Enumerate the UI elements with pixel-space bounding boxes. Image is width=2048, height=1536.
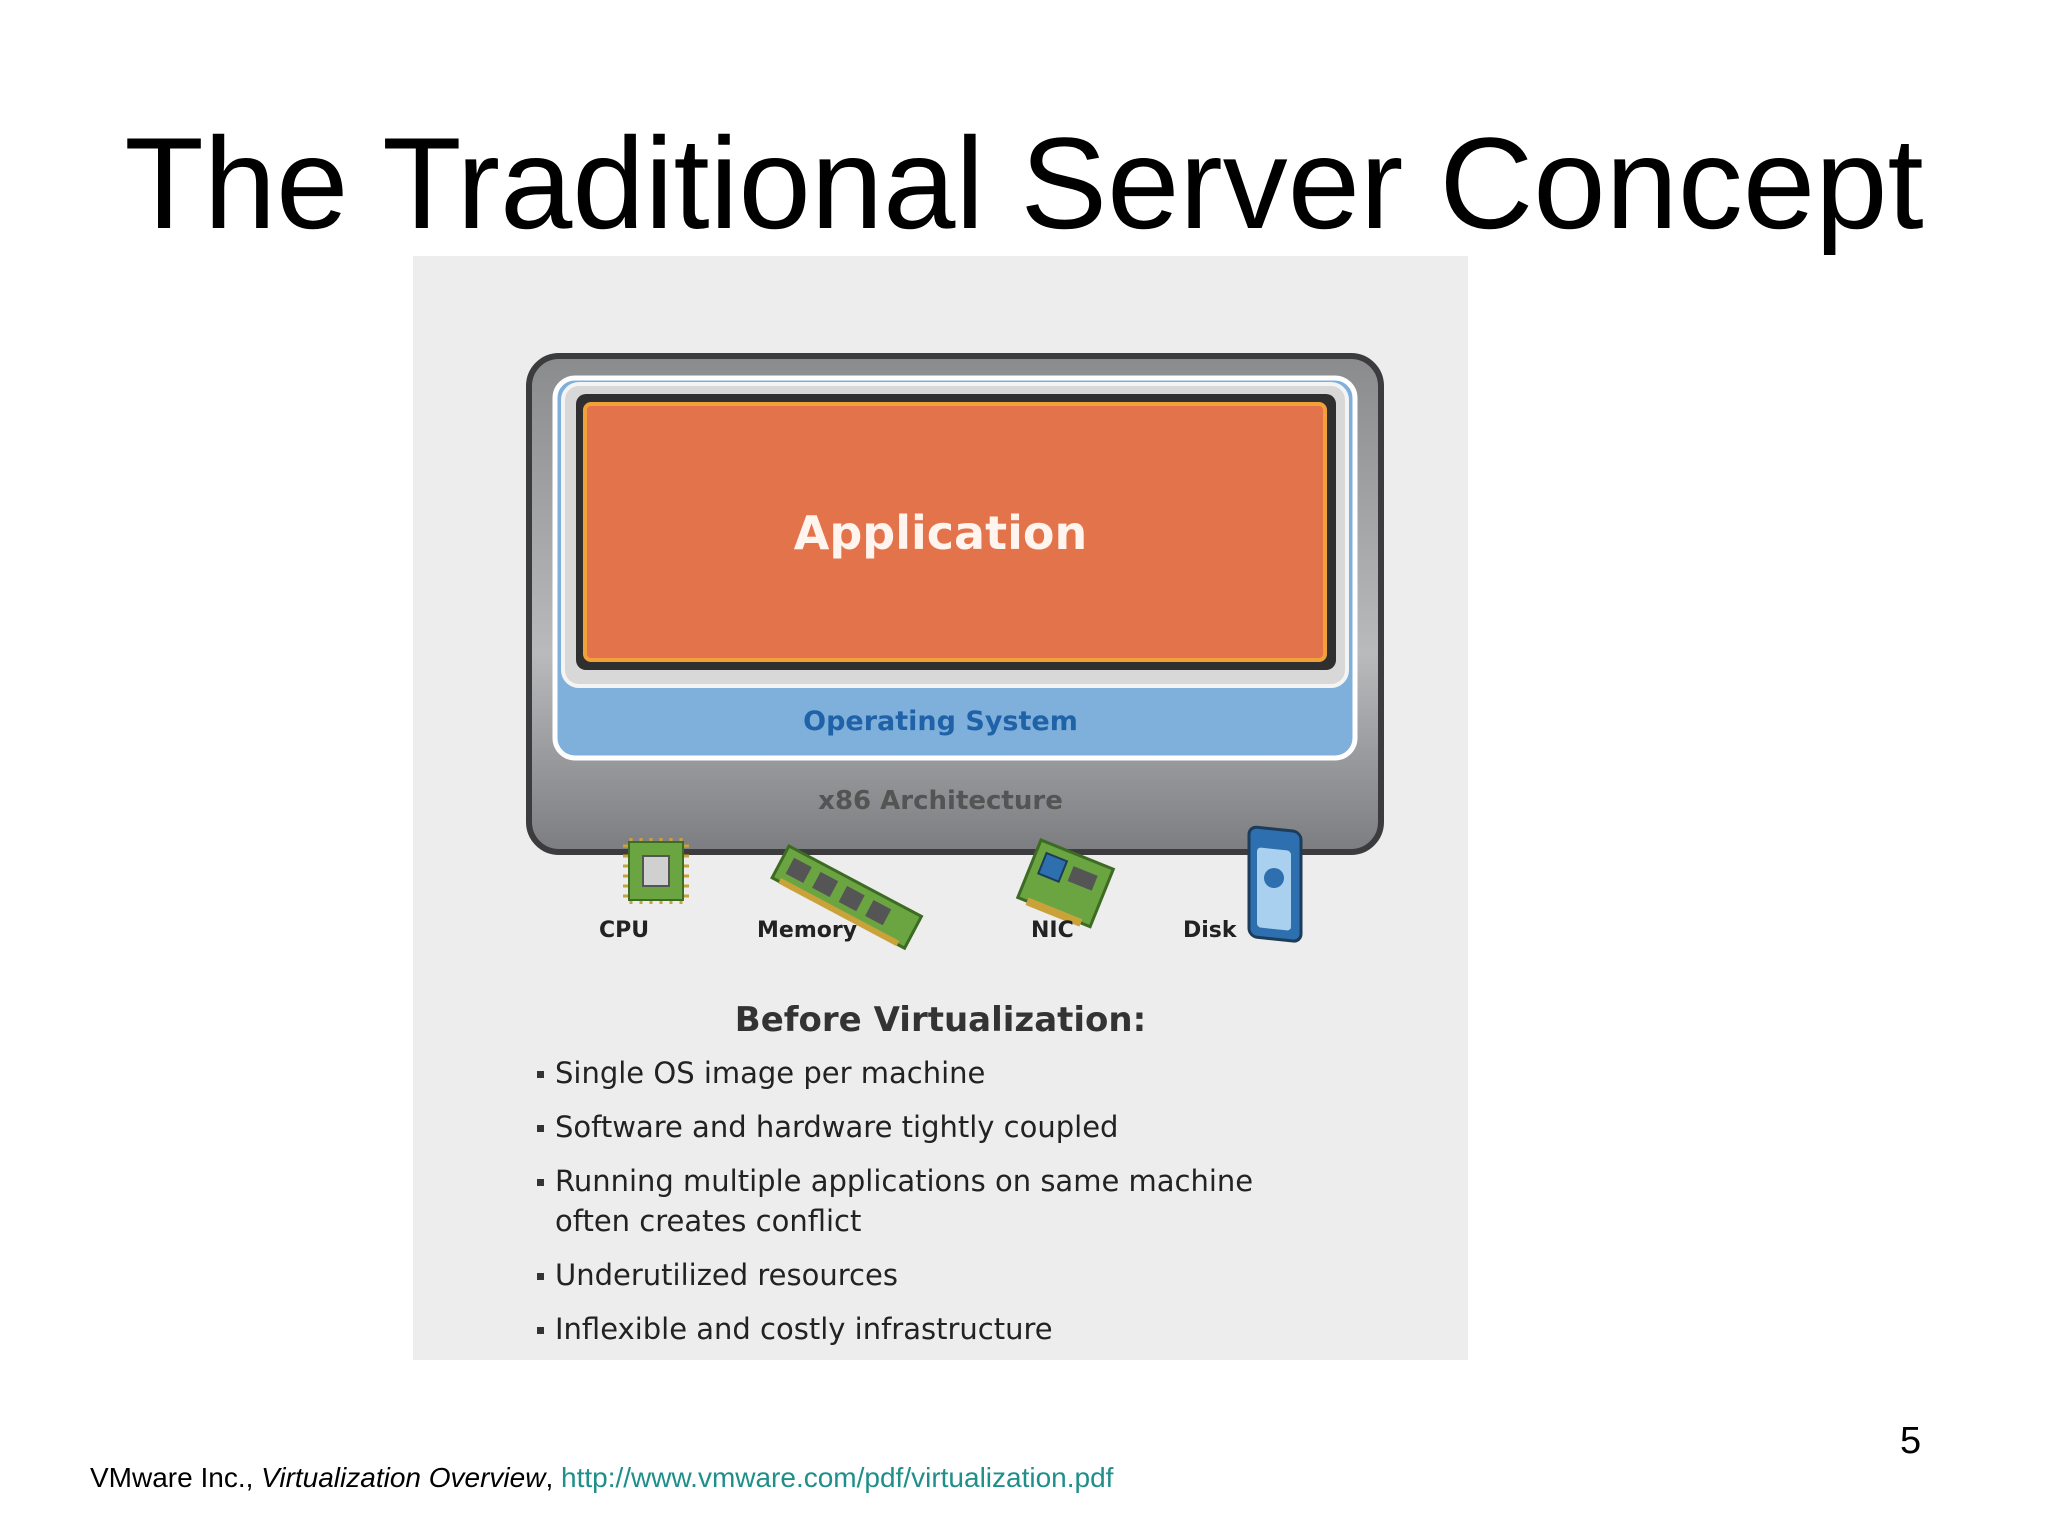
application-label: Application — [793, 506, 1088, 560]
citation-author: VMware Inc., — [90, 1462, 262, 1493]
page-number: 5 — [1900, 1420, 1922, 1462]
list-item: Software and hardware tightly coupled — [535, 1107, 1253, 1147]
before-virtualization-list: Single OS image per machine Software and… — [535, 1053, 1253, 1363]
slide-title: The Traditional Server Concept — [124, 110, 1924, 256]
list-item: Inflexible and costly infrastructure — [535, 1309, 1253, 1349]
cpu-icon — [623, 838, 689, 904]
citation-separator: , — [545, 1462, 561, 1493]
memory-label: Memory — [757, 918, 858, 943]
list-item: Single OS image per machine — [535, 1053, 1253, 1093]
list-item: Running multiple applications on same ma… — [535, 1161, 1253, 1241]
memory-icon — [770, 843, 924, 951]
list-item: Underutilized resources — [535, 1255, 1253, 1295]
disk-label: Disk — [1183, 918, 1237, 943]
source-citation: VMware Inc., Virtualization Overview, ht… — [90, 1462, 1113, 1494]
server-diagram-graphic — [526, 353, 1384, 951]
nic-icon — [1015, 838, 1116, 929]
cpu-label: CPU — [599, 918, 650, 943]
operating-system-label: Operating System — [803, 706, 1078, 737]
server-diagram: Application Operating System x86 Archite… — [413, 256, 1468, 1360]
architecture-label: x86 Architecture — [818, 786, 1063, 816]
before-virtualization-heading: Before Virtualization: — [734, 1000, 1147, 1040]
citation-link[interactable]: http://www.vmware.com/pdf/virtualization… — [561, 1462, 1114, 1493]
citation-title: Virtualization Overview — [261, 1462, 546, 1493]
nic-label: NIC — [1031, 918, 1074, 943]
application-layer — [583, 402, 1327, 662]
disk-icon — [1247, 825, 1303, 943]
